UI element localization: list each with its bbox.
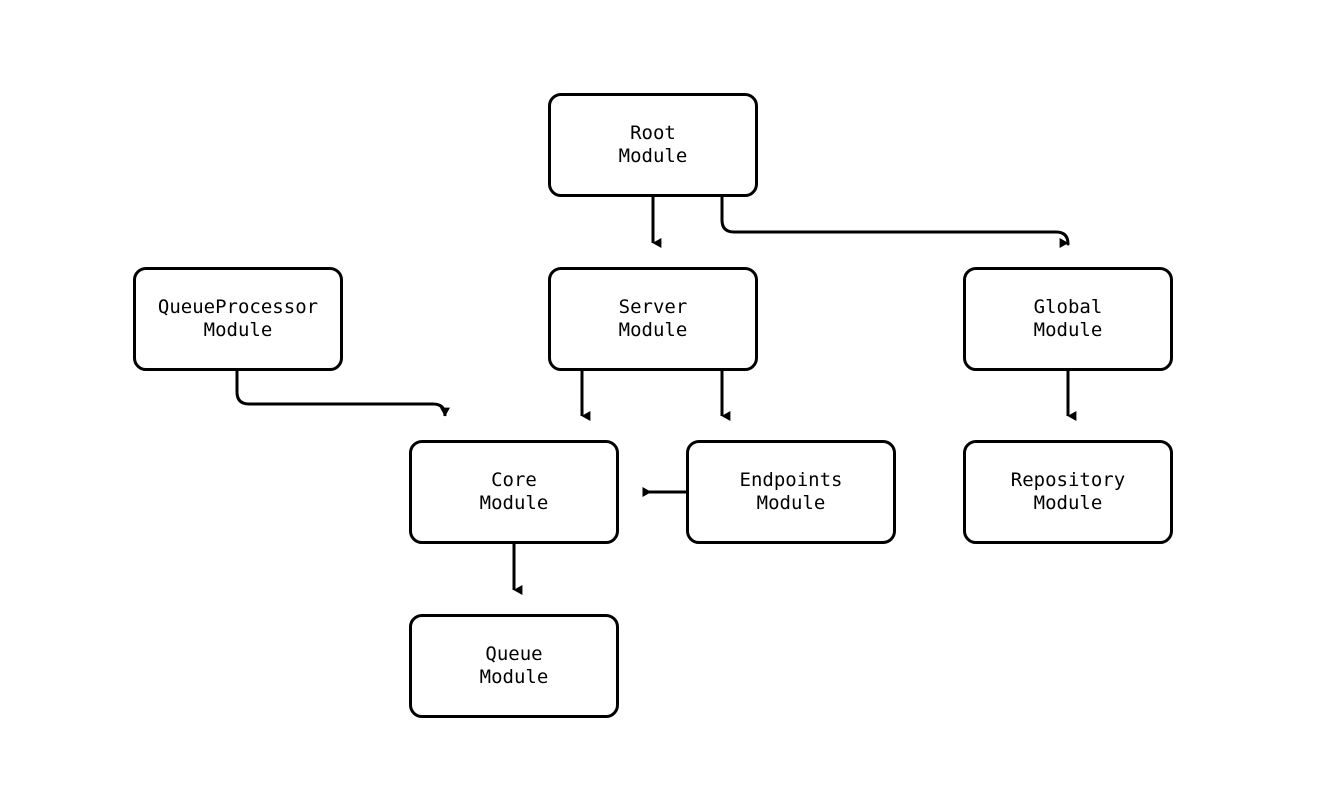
node-repository-module[interactable]: Repository Module (963, 440, 1173, 544)
node-repository-module-label-line2: Module (1033, 492, 1103, 514)
edge-root-to-global (720, 197, 1070, 248)
node-core-module[interactable]: Core Module (409, 440, 619, 544)
node-repository-module-label-line1: Repository (1010, 469, 1126, 491)
node-server-module-label-line2: Module (618, 319, 688, 341)
node-global-module[interactable]: Global Module (963, 267, 1173, 371)
node-queueprocessor-module[interactable]: QueueProcessor Module (133, 267, 343, 371)
node-queue-module-label-line1: Queue (485, 643, 543, 665)
node-endpoints-module-label-line1: Endpoints (739, 469, 843, 491)
node-queue-module-label-line2: Module (479, 666, 549, 688)
node-queueprocessor-module-label-line1: QueueProcessor (157, 296, 319, 318)
node-global-module-label-line1: Global (1033, 296, 1103, 318)
node-server-module-label-line1: Server (618, 296, 688, 318)
node-core-module-label-line2: Module (479, 492, 549, 514)
node-root-module[interactable]: Root Module (548, 93, 758, 197)
node-server-module[interactable]: Server Module (548, 267, 758, 371)
node-global-module-label-line2: Module (1033, 319, 1103, 341)
node-core-module-label-line1: Core (491, 469, 537, 491)
node-root-module-label-line2: Module (618, 145, 688, 167)
node-endpoints-module-label-line2: Module (756, 492, 826, 514)
node-endpoints-module[interactable]: Endpoints Module (686, 440, 896, 544)
node-queue-module[interactable]: Queue Module (409, 614, 619, 718)
node-root-module-label-line1: Root (630, 122, 676, 144)
node-queueprocessor-module-label-line2: Module (203, 319, 273, 341)
edge-queueprocessor-to-core (235, 371, 454, 421)
